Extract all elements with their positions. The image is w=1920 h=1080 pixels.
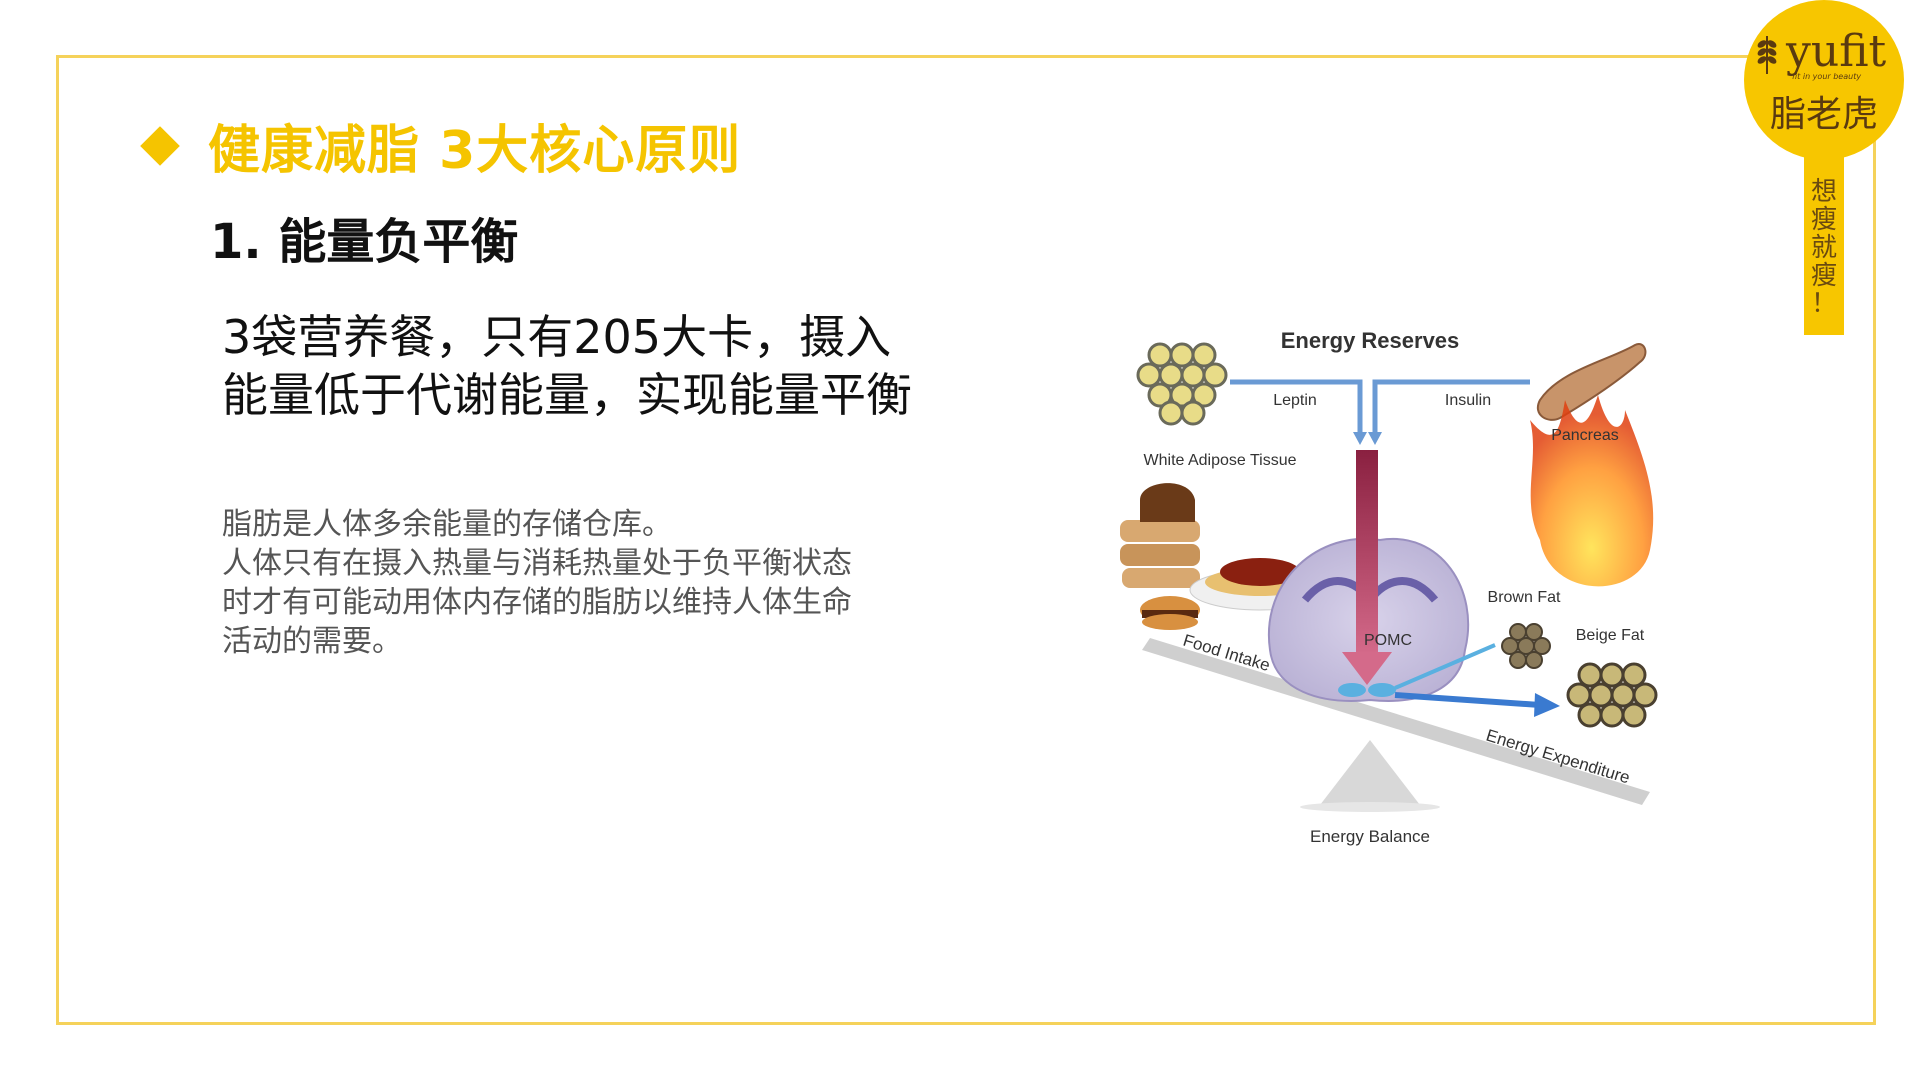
body-text-line: 时才有可能动用体内存储的脂肪以维持人体生命: [222, 585, 852, 620]
balance-beam: [1142, 638, 1650, 805]
label-energy-balance: Energy Balance: [1310, 827, 1430, 846]
fulcrum-shadow: [1300, 802, 1440, 812]
energy-reserves-arrow-head: [1342, 652, 1392, 685]
insulin-arrow: [1372, 379, 1530, 435]
body-text-line: 活动的需要。: [222, 624, 402, 659]
slide-heading: 健康减脂 3大核心原则: [140, 108, 741, 183]
nucleus-right: [1368, 683, 1396, 697]
wheat-icon: [1757, 36, 1777, 74]
white-adipose-cluster: [1136, 342, 1228, 426]
brand-tagline: fit in your beauty: [1792, 72, 1862, 81]
energy-balance-diagram: Energy Reserves Leptin Insulin White Adi…: [1120, 328, 1658, 846]
nucleus-left: [1338, 683, 1366, 697]
slogan-char: 瘦: [1810, 261, 1837, 291]
label-energy-reserves: Energy Reserves: [1281, 328, 1460, 353]
label-pancreas: Pancreas: [1551, 427, 1619, 444]
fulcrum-triangle: [1320, 740, 1420, 805]
badge-ribbon: [1804, 150, 1844, 335]
slogan-char: 想: [1810, 177, 1837, 207]
pancreas-shape: [1537, 343, 1647, 421]
brown-fat-arrow: [1394, 643, 1496, 690]
beige-fat-cluster: [1566, 662, 1658, 728]
insulin-arrow-head: [1368, 432, 1382, 445]
expenditure-arrow-head: [1534, 693, 1560, 717]
brand-logo-text: yufit: [1786, 26, 1887, 77]
label-leptin: Leptin: [1273, 392, 1317, 409]
slide-frame: [56, 55, 1876, 1025]
leptin-arrow-head: [1353, 432, 1367, 445]
energy-reserves-arrow: [1356, 450, 1378, 655]
slogan-char: 就: [1810, 233, 1837, 263]
label-pomc: POMC: [1364, 632, 1412, 649]
heading-text: 健康减脂 3大核心原则: [208, 121, 742, 181]
main-text-line: 3袋营养餐，只有205大卡，摄入: [222, 310, 892, 364]
leptin-arrow: [1230, 379, 1363, 435]
body-text-line: 脂肪是人体多余能量的存储仓库。: [222, 507, 672, 542]
main-text: 3袋营养餐，只有205大卡，摄入 能量低于代谢能量，实现能量平衡: [222, 308, 912, 424]
main-text-line: 能量低于代谢能量，实现能量平衡: [222, 368, 912, 422]
slogan-char: 瘦: [1810, 205, 1837, 235]
body-text-line: 人体只有在摄入热量与消耗热量处于负平衡状态: [222, 546, 852, 581]
brown-fat-cluster: [1501, 623, 1551, 669]
body-text: 脂肪是人体多余能量的存储仓库。 人体只有在摄入热量与消耗热量处于负平衡状态 时才…: [222, 505, 852, 661]
subheading: 1. 能量负平衡: [210, 214, 519, 270]
label-beige-fat: Beige Fat: [1576, 627, 1645, 644]
diamond-bullet-icon: [140, 125, 180, 166]
label-white-adipose: White Adipose Tissue: [1144, 452, 1297, 469]
label-insulin: Insulin: [1445, 392, 1491, 409]
flame-shape: [1530, 395, 1654, 587]
expenditure-arrow: [1394, 692, 1541, 708]
slogan-char: ！: [1810, 289, 1837, 319]
brand-slogan: 想 瘦 就 瘦 ！: [1804, 178, 1844, 318]
badge-circle: [1744, 0, 1904, 160]
brand-badge: yufit fit in your beauty 脂老虎 想 瘦 就 瘦 ！: [1738, 0, 1910, 335]
label-brown-fat: Brown Fat: [1488, 589, 1561, 606]
brand-chinese-name: 脂老虎: [1770, 94, 1879, 135]
